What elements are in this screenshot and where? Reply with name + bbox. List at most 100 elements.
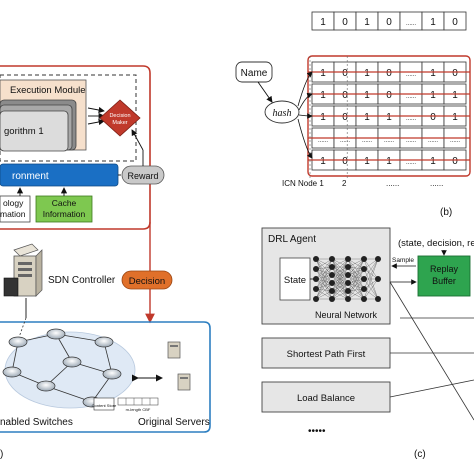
switch-icon: [8, 336, 28, 348]
bit-value: 0: [452, 68, 458, 79]
nn-neuron: [345, 264, 351, 270]
content-store-label: Content Store: [92, 403, 117, 408]
nn-edge: [315, 258, 333, 280]
bit-value: 0: [342, 17, 348, 28]
bit-value: 1: [452, 90, 458, 101]
bit-value: 1: [320, 17, 326, 28]
replay-buffer-box: [417, 255, 471, 297]
bit-value: 0: [342, 90, 348, 101]
bit-value: 1: [364, 112, 370, 123]
bit-value: 0: [342, 156, 348, 167]
decision-maker-label-1: Decision: [109, 113, 130, 119]
content-store-box: [93, 397, 115, 411]
hash-label: hash: [273, 108, 292, 119]
bit-value: 1: [364, 17, 370, 28]
nn-edge: [331, 258, 349, 276]
name-box: [235, 61, 273, 83]
nn-edge: [315, 266, 333, 280]
bit-value: 1: [386, 112, 392, 123]
sdn-controller-label: SDN Controller: [48, 275, 116, 286]
topology-box: [0, 195, 31, 223]
nn-edge: [315, 258, 333, 270]
nn-edge: [363, 278, 379, 300]
original-server-icons: [167, 341, 191, 391]
switch-icon: [102, 368, 122, 380]
decision-badge: [121, 270, 173, 290]
nn-neuron: [345, 288, 351, 294]
reward-label: Reward: [127, 171, 158, 181]
controller-frame: [0, 65, 151, 230]
cache-label-2: Information: [43, 209, 86, 219]
nn-edge: [315, 268, 333, 292]
nn-edge: [331, 258, 349, 292]
cbf-label: m-length CBF: [126, 407, 151, 412]
nn-edge: [315, 278, 333, 292]
nn-edge: [363, 258, 379, 300]
bit-value: 1: [320, 68, 326, 79]
top-bit-array: 1 0 1 0...... 1 0: [311, 11, 467, 31]
nn-neuron: [313, 256, 319, 262]
nn-edge: [363, 258, 379, 290]
nn-neuron: [329, 272, 335, 278]
nn-edge: [347, 278, 365, 292]
nn-neuron: [329, 280, 335, 286]
bit-value: 0: [386, 17, 392, 28]
nn-edge: [347, 268, 365, 300]
nn-edge: [347, 258, 365, 292]
nn-edge: [315, 266, 333, 290]
bit-value: 1: [386, 156, 392, 167]
bit-value: 1: [320, 156, 326, 167]
bit-value: 1: [430, 90, 436, 101]
bit-value: ......: [406, 72, 416, 78]
bit-value: 1: [430, 17, 436, 28]
nn-neuron: [345, 272, 351, 278]
more-algorithms-dots: •••••: [308, 426, 326, 437]
bit-value: ......: [406, 21, 416, 27]
bit-value: ......: [318, 138, 328, 144]
nn-edge: [347, 288, 365, 300]
bit-value: 0: [386, 68, 392, 79]
state-label: State: [284, 275, 306, 286]
replay-buffer-label-2: Buffer: [432, 276, 456, 286]
topology-label-1: ology: [3, 198, 24, 208]
nn-neuron: [375, 256, 381, 262]
panel-a: Execution Module gorithm 1 Decision Make…: [0, 65, 211, 460]
load-balance-box: [261, 381, 391, 413]
bit-value: 1: [320, 90, 326, 101]
bit-value: ......: [384, 138, 394, 144]
nn-neuron: [345, 280, 351, 286]
nn-edge: [347, 278, 365, 300]
nn-edge: [331, 274, 349, 300]
neural-network-label: Neural Network: [315, 310, 378, 320]
sample-label: Sample: [392, 257, 414, 264]
switches-label: nabled Switches: [0, 417, 73, 428]
icn-node-label: ICN Node 1: [282, 179, 324, 188]
nn-edge: [331, 258, 349, 284]
bit-value: ......: [428, 138, 438, 144]
bit-value: ......: [362, 138, 372, 144]
drl-agent-label: DRL Agent: [268, 234, 316, 245]
nn-neuron: [329, 296, 335, 302]
nn-edge: [347, 258, 365, 280]
nn-edge: [347, 268, 365, 284]
nn-neuron: [313, 286, 319, 292]
nn-edge: [347, 266, 365, 290]
nn-neuron: [313, 296, 319, 302]
nn-neuron: [375, 296, 381, 302]
nn-edge: [347, 258, 365, 290]
state-box: [279, 257, 311, 301]
nn-neuron: [345, 296, 351, 302]
nn-neuron: [313, 276, 319, 282]
bit-value: 0: [452, 17, 458, 28]
shortest-path-label: Shortest Path First: [287, 349, 366, 360]
nn-edge: [315, 278, 333, 300]
tuple-label: (state, decision, re: [398, 238, 474, 249]
bit-value: 1: [364, 156, 370, 167]
nn-edge: [347, 268, 365, 292]
nn-edge: [347, 274, 365, 290]
panel-c: DRL Agent State Neural Network (state, d…: [261, 227, 474, 460]
bit-value: ......: [406, 116, 416, 122]
decision-label: Decision: [129, 276, 165, 287]
panel-b-label: (b): [440, 207, 452, 218]
